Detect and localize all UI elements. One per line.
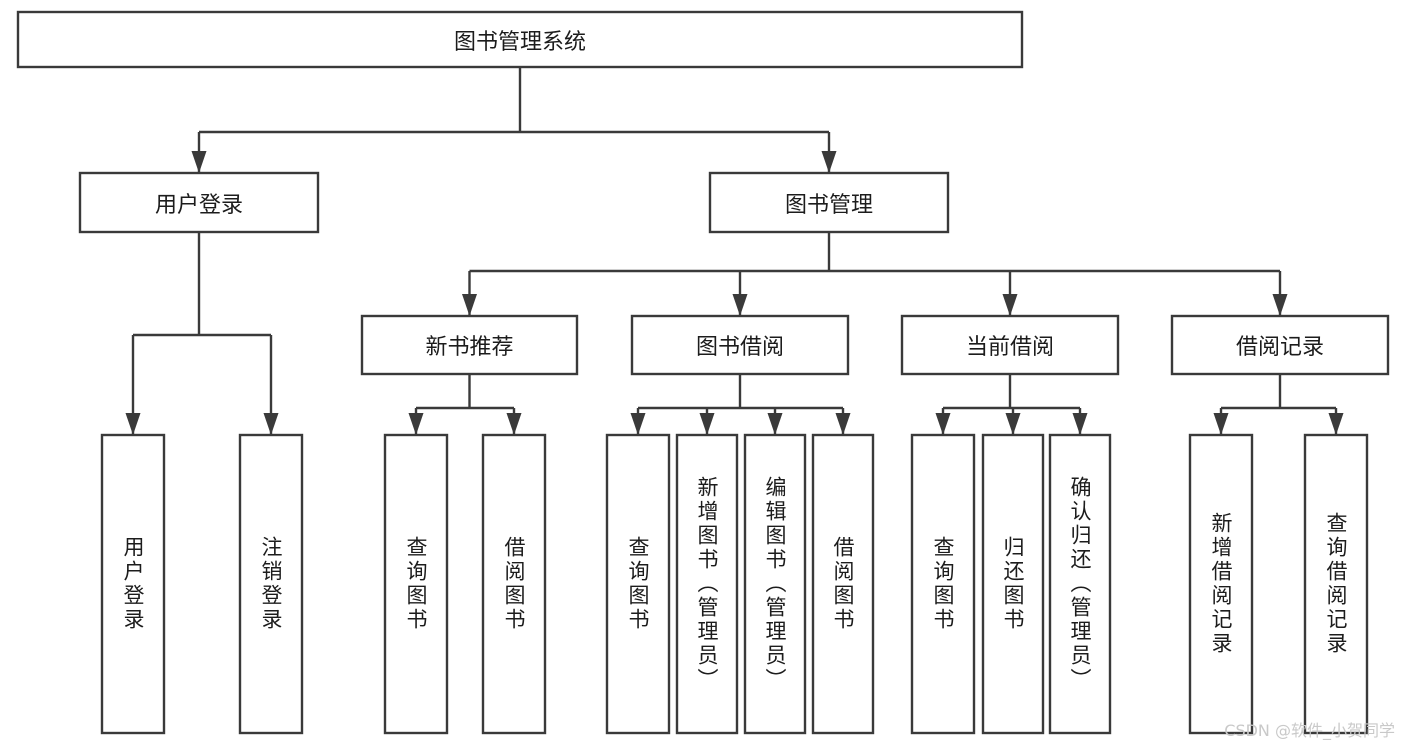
edge-newbook-arrow-1 (506, 413, 522, 435)
edge-bookmgmt-arrow-1 (732, 294, 748, 316)
edge-bookmgmt-arrow-3 (1272, 294, 1288, 316)
edge-current-arrow-2 (1072, 413, 1088, 435)
node-leaf-4[interactable] (605, 433, 671, 735)
edge-borrow-arrow-3 (835, 413, 851, 435)
edges-layer (125, 67, 1344, 435)
edge-userlogin-arrow-0 (125, 413, 141, 435)
edge-records-arrow-1 (1328, 413, 1344, 435)
node-leaf-0[interactable] (100, 433, 166, 735)
node-level3-0[interactable] (360, 314, 579, 376)
node-leaf-5[interactable] (675, 433, 739, 735)
boxes-layer (16, 10, 1390, 735)
node-leaf-9[interactable] (981, 433, 1045, 735)
node-level3-1[interactable] (630, 314, 850, 376)
edge-bookmgmt-arrow-0 (462, 294, 477, 316)
node-level2-0[interactable] (78, 171, 320, 234)
node-level3-2[interactable] (900, 314, 1120, 376)
edge-current-arrow-0 (935, 413, 951, 435)
node-leaf-12[interactable] (1303, 433, 1369, 735)
node-level2-1[interactable] (708, 171, 950, 234)
node-root-system[interactable] (16, 10, 1024, 69)
edge-records-arrow-0 (1213, 413, 1229, 435)
edge-bookmgmt-arrow-2 (1002, 294, 1018, 316)
edge-borrow-arrow-1 (699, 413, 715, 435)
node-leaf-11[interactable] (1188, 433, 1254, 735)
node-leaf-2[interactable] (383, 433, 449, 735)
edge-borrow-arrow-2 (767, 413, 783, 435)
node-leaf-6[interactable] (743, 433, 807, 735)
edge-current-arrow-1 (1005, 413, 1021, 435)
node-leaf-3[interactable] (481, 433, 547, 735)
node-leaf-1[interactable] (238, 433, 304, 735)
edge-root-arrow-0 (191, 151, 207, 173)
edge-userlogin-arrow-1 (263, 413, 279, 435)
node-level3-3[interactable] (1170, 314, 1390, 376)
edge-root-arrow-1 (821, 151, 837, 173)
edge-newbook-arrow-0 (408, 413, 424, 435)
node-leaf-10[interactable] (1048, 433, 1112, 735)
node-leaf-8[interactable] (910, 433, 976, 735)
edge-borrow-arrow-0 (630, 413, 646, 435)
node-leaf-7[interactable] (811, 433, 875, 735)
